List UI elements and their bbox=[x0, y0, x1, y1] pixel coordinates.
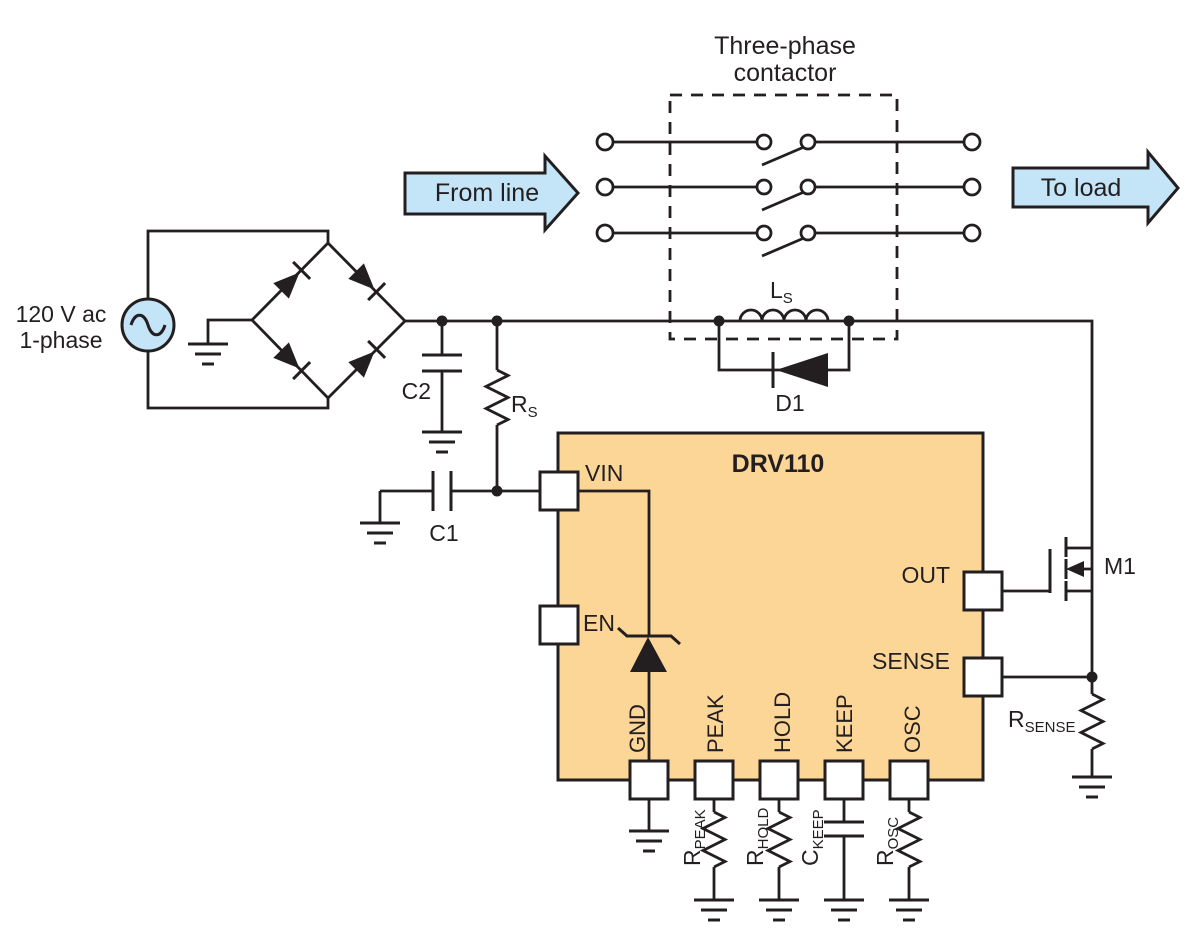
pin-label-en: EN bbox=[583, 610, 615, 636]
ground-icon bbox=[358, 521, 402, 545]
mosfet-m1 bbox=[1048, 537, 1092, 601]
from-line-arrow bbox=[403, 152, 581, 234]
contactor-dashed-box bbox=[668, 93, 899, 341]
ground-icon bbox=[757, 898, 801, 922]
pin-label-gnd: GND bbox=[625, 704, 650, 753]
ac-source bbox=[120, 297, 176, 353]
c1-label: C1 bbox=[429, 520, 458, 546]
pin-label-peak: PEAK bbox=[703, 694, 728, 753]
to-load-label: To load bbox=[1041, 174, 1122, 202]
pin-peak bbox=[693, 759, 735, 801]
contactor-label-line1: Three-phase bbox=[714, 32, 856, 60]
ground-icon bbox=[887, 898, 931, 922]
rsense-label: RSENSE bbox=[1008, 706, 1075, 736]
pin-vin bbox=[538, 470, 580, 512]
ground-icon bbox=[627, 829, 671, 853]
pin-gnd bbox=[628, 759, 670, 801]
wire-contactor-rows bbox=[613, 140, 964, 235]
d1-label: D1 bbox=[775, 390, 804, 416]
capacitor-ckeep bbox=[824, 820, 864, 838]
source-label-line1: 120 V ac bbox=[16, 301, 107, 327]
rpeak-label: RPEAK bbox=[679, 809, 709, 866]
source-label-line2: 1-phase bbox=[19, 327, 102, 353]
wire-source-top bbox=[146, 229, 330, 300]
c2-label: C2 bbox=[402, 378, 431, 404]
ckeep-label: CKEEP bbox=[797, 809, 827, 866]
rhold-label: RHOLD bbox=[742, 808, 772, 866]
capacitor-c2 bbox=[422, 353, 462, 373]
pin-label-sense: SENSE bbox=[872, 648, 950, 674]
ic-pins bbox=[538, 470, 1004, 801]
contactor-pole-2 bbox=[595, 177, 982, 212]
ground-icon bbox=[822, 898, 866, 922]
zener-diode bbox=[617, 626, 681, 672]
pin-label-osc: OSC bbox=[900, 705, 925, 753]
ground-icon bbox=[692, 898, 736, 922]
from-line-label: From line bbox=[435, 179, 539, 207]
wire-bridge-ground bbox=[206, 318, 252, 344]
pin-label-hold: HOLD bbox=[770, 692, 795, 753]
bridge-rectifier bbox=[250, 241, 407, 400]
ground-icon bbox=[1070, 775, 1114, 799]
resistor-rs bbox=[482, 368, 512, 427]
contactor-label-line2: contactor bbox=[734, 59, 837, 87]
contactor-pole-1 bbox=[595, 132, 982, 167]
pin-label-vin: VIN bbox=[585, 460, 623, 486]
ground-icon bbox=[420, 430, 464, 454]
resistor-rhold bbox=[764, 810, 794, 869]
wire-vin-zener-gnd bbox=[578, 489, 651, 761]
resistor-rsense bbox=[1077, 692, 1107, 751]
junction-dots bbox=[436, 315, 1098, 683]
rosc-label: ROSC bbox=[872, 817, 902, 866]
ground-icon bbox=[186, 342, 230, 366]
rs-label: RS bbox=[511, 391, 538, 421]
wire-source-bottom bbox=[146, 351, 330, 410]
pin-keep bbox=[823, 759, 865, 801]
wire-main-bus bbox=[405, 319, 1094, 677]
to-load-arrow bbox=[1011, 147, 1180, 228]
diode-d1 bbox=[771, 352, 828, 388]
pin-osc bbox=[888, 759, 930, 801]
three-phase-contactor bbox=[595, 93, 982, 341]
ic-name-label: DRV110 bbox=[732, 450, 825, 478]
inductor-ls bbox=[738, 308, 830, 322]
sine-icon bbox=[129, 313, 167, 337]
wire-d1-loop bbox=[717, 321, 851, 372]
resistor-rosc bbox=[894, 810, 924, 869]
resistor-rpeak bbox=[699, 810, 729, 869]
pin-hold bbox=[758, 759, 800, 801]
m1-label: M1 bbox=[1104, 553, 1136, 579]
pin-out bbox=[962, 570, 1004, 612]
pin-label-out: OUT bbox=[901, 562, 950, 588]
mosfet-arrow-icon bbox=[1066, 561, 1084, 577]
capacitor-c1 bbox=[431, 471, 453, 511]
ls-label: LS bbox=[770, 277, 793, 307]
pin-en bbox=[538, 604, 580, 646]
pin-sense bbox=[962, 656, 1004, 698]
pin-label-keep: KEEP bbox=[832, 694, 857, 753]
wire-c1-row bbox=[378, 489, 540, 523]
contactor-pole-3 bbox=[595, 223, 982, 258]
